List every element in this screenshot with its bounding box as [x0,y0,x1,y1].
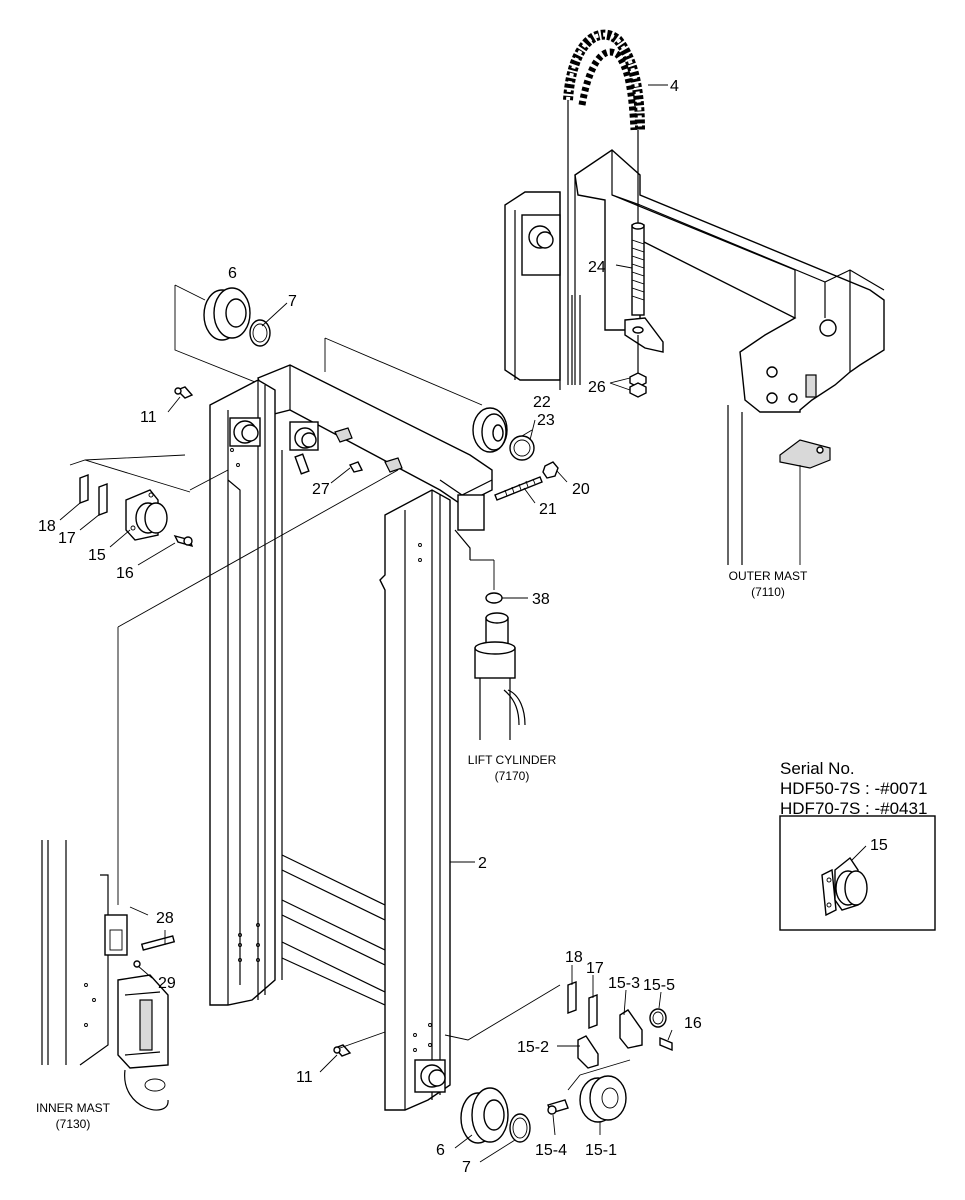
callout-16-top: 16 [116,565,134,582]
callout-7-bottom: 7 [462,1159,471,1176]
callout-labels: 4 6 7 11 27 22 23 20 21 24 26 18 17 15 1… [38,78,702,1176]
serial-line-1: HDF50-7S : -#0071 [780,779,927,798]
callout-38: 38 [532,591,550,608]
serial-note: Serial No. HDF50-7S : -#0071 HDF70-7S : … [779,759,936,931]
callout-29: 29 [158,975,176,992]
callout-15-3: 15-3 [608,975,640,992]
captions: OUTER MAST (7110) LIFT CYLINDER (7170) I… [36,569,808,1131]
lift-cylinder-caption: LIFT CYLINDER [468,753,557,767]
inner-mast-detail [41,840,176,1111]
side-roller-top [79,473,194,548]
callout-20: 20 [572,481,590,498]
pulley-group [472,407,559,501]
callout-15-top: 15 [88,547,106,564]
callout-4: 4 [670,78,679,95]
inner-mast-assembly [209,364,493,1111]
leader-lines [59,84,673,1163]
lift-cylinder-code: (7170) [495,769,530,783]
callout-7-top: 7 [288,293,297,310]
callout-2: 2 [478,855,487,872]
callout-15-1: 15-1 [585,1142,617,1159]
callout-21: 21 [539,501,557,518]
callout-22: 22 [533,394,551,411]
callout-18-bottom: 18 [565,949,583,966]
callout-11-bottom: 11 [296,1069,313,1086]
callout-15-5: 15-5 [643,977,675,994]
callout-24: 24 [588,259,606,276]
callout-15-2: 15-2 [517,1039,549,1056]
serial-line-2: HDF70-7S : -#0431 [780,799,927,818]
chain [563,29,664,398]
serial-title: Serial No. [780,759,855,778]
callout-6-top: 6 [228,265,237,282]
outer-mast-caption: OUTER MAST [729,569,808,583]
outer-mast-code: (7110) [751,585,785,599]
bearing-bottom [460,1087,531,1144]
callout-16-bottom: 16 [684,1015,702,1032]
callout-17-top: 17 [58,530,76,547]
callout-11-top: 11 [140,409,157,426]
callout-15-4: 15-4 [535,1142,567,1159]
bearing-top [203,287,271,347]
inner-mast-caption: INNER MAST [36,1101,111,1115]
callout-27: 27 [312,481,330,498]
callout-17-bottom: 17 [586,960,604,977]
callout-28: 28 [156,910,174,927]
outer-mast-assembly [504,149,885,565]
callout-6-bottom: 6 [436,1142,445,1159]
inset-callout-15: 15 [870,837,888,854]
callout-26: 26 [588,379,606,396]
small-bolts [174,386,364,1057]
side-roller-bottom [547,980,673,1123]
inner-mast-code: (7130) [56,1117,91,1131]
callout-18-top: 18 [38,518,56,535]
callout-23: 23 [537,412,555,429]
lift-cylinder [470,559,526,740]
